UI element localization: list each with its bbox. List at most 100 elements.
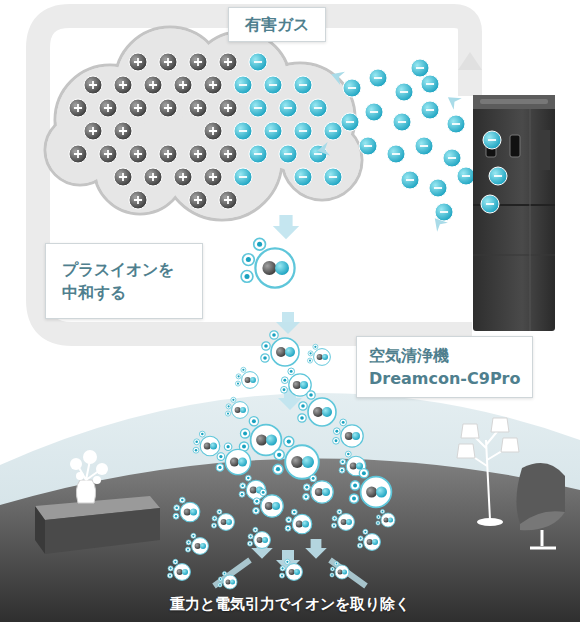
ion-particles-part: [269, 130, 277, 132]
ion-particles-part: [343, 79, 361, 97]
node-text: プラスイオンを 中和する: [62, 258, 186, 304]
ion-particles-part: [365, 103, 383, 121]
ion-particles-part: [448, 157, 456, 159]
ion-particles-part: [359, 137, 377, 155]
ion-particles-part: [369, 69, 387, 87]
neutralized-particles-part-part: [226, 519, 232, 525]
neutralized-particles-part-part: [204, 443, 211, 450]
furniture-part-part: [93, 476, 101, 484]
neutralized-particles-part-part: [271, 338, 299, 366]
ion-particles-part: [249, 99, 267, 117]
neutralized-particles-part-part: [335, 565, 349, 579]
neutralized-particles-part-part: [230, 458, 239, 467]
neutralized-particles-part-part: [322, 354, 328, 360]
ion-particles-part: [294, 168, 312, 186]
neutralized-particles-part-part: [290, 370, 293, 373]
neutralized-particles-part-part: [248, 534, 253, 539]
neutralized-particles-part-part: [330, 573, 334, 577]
neutralized-particles-part-part: [308, 398, 336, 426]
neutralized-particles-part-part: [184, 509, 191, 516]
neutralized-particles-part-part: [247, 477, 250, 480]
node-text: 有害ガス: [245, 13, 309, 36]
neutralized-particles-part-part: [341, 469, 344, 472]
neutralized-particles-part-part: [338, 511, 340, 513]
neutralized-particles-part-part: [218, 466, 221, 469]
air-purifier-part: [530, 109, 531, 331]
ion-particles-part: [294, 122, 312, 140]
neutralized-particles-part-part: [240, 483, 246, 489]
neutralized-particles-part-part: [333, 428, 340, 435]
neutralized-particles-part-part: [289, 569, 295, 575]
ion-particles-part: [294, 76, 312, 94]
neutralized-particles-part-part: [181, 499, 184, 502]
neutralized-particles-part-part: [261, 354, 269, 362]
neutralized-particles-part-part: [285, 559, 290, 564]
ion-particles-part: [209, 127, 217, 135]
neutralized-particles-part-part: [347, 453, 350, 456]
ion-particles-part: [284, 153, 292, 155]
neutralized-particles-part-part: [250, 377, 256, 383]
ion-particles-part: [174, 168, 192, 186]
air-purifier-part: [473, 255, 555, 256]
device-callout-box: 空気清浄機Dreamcon-C9Pro: [356, 336, 533, 398]
neutralized-particles-part-part: [241, 493, 244, 496]
ion-particles-part: [74, 150, 82, 158]
ion-particles-part: [84, 122, 102, 140]
neutralized-particles-part-part: [187, 549, 189, 551]
neutralized-particles-part-part: [173, 559, 178, 564]
neutralized-particles-part-part: [331, 523, 336, 528]
neutralized-particles-part-part: [239, 491, 245, 497]
neutralized-particles-part-part: [224, 573, 226, 575]
neutralized-particles-part-part: [252, 419, 256, 423]
ion-particles-part: [119, 81, 127, 89]
ion-particles-part: [429, 179, 447, 197]
ion-particles-part: [189, 99, 207, 117]
ion-particles-part: [149, 173, 157, 181]
ion-particles-part: [174, 76, 192, 94]
neutralized-particles-part-part: [310, 352, 312, 354]
released-ions-part: [486, 203, 494, 205]
ion-particles-part: [209, 81, 217, 89]
neutralized-particles-part-part: [210, 443, 217, 450]
neutralized-particles-part-part: [169, 575, 171, 577]
neutralized-particles-part-part: [359, 469, 368, 478]
ion-particles-part: [421, 101, 439, 119]
neutralized-particles-part: [273, 437, 319, 479]
neutralized-particles-part-part: [254, 238, 266, 250]
neutralized-particles-part-part: [174, 564, 191, 581]
ion-particles-part: [309, 99, 327, 117]
ion-particles-part: [421, 75, 439, 93]
ion-particles-part: [329, 176, 337, 178]
ion-particles-part: [69, 145, 87, 163]
neutralized-particles-part: [216, 443, 250, 475]
neutralized-particles-part-part: [282, 567, 284, 569]
circulation-loop-part: [458, 52, 482, 70]
neutralized-particles-part-part: [336, 563, 338, 565]
neutralized-particles-part-part: [212, 516, 217, 521]
neutralized-particles-part-part: [232, 399, 234, 401]
ion-particles-part: [299, 84, 307, 86]
ion-particles-part: [219, 191, 237, 209]
ion-particles-part: [440, 211, 448, 213]
neutralized-particles-part-part: [235, 407, 241, 413]
ion-particles-part: [452, 123, 460, 125]
ion-particles-part: [119, 173, 127, 181]
neutralized-particles-part-part: [310, 475, 317, 482]
neutralized-particles-part: [333, 419, 364, 447]
ion-particles-part: [159, 145, 177, 163]
ion-particles: [69, 53, 475, 221]
neutralized-particles-part-part: [360, 537, 362, 539]
neutralized-particles-part-part: [192, 535, 194, 537]
neutralized-particles-part-part: [376, 515, 380, 519]
ion-particles-part: [411, 59, 429, 77]
ion-particles-part: [74, 104, 82, 112]
neutralized-particles-part-part: [292, 514, 312, 534]
neutralized-particles-part-part: [283, 379, 286, 382]
neutralized-particles-part-part: [298, 414, 306, 422]
neutralized-particles-part-part: [218, 514, 235, 531]
neutralized-particles-part-part: [179, 497, 185, 503]
neutralized-particles-part-part: [199, 431, 205, 437]
air-purifier-part: [510, 135, 520, 157]
neutralized-particles-part-part: [263, 356, 267, 360]
neutralized-particles-part-part: [219, 584, 221, 586]
